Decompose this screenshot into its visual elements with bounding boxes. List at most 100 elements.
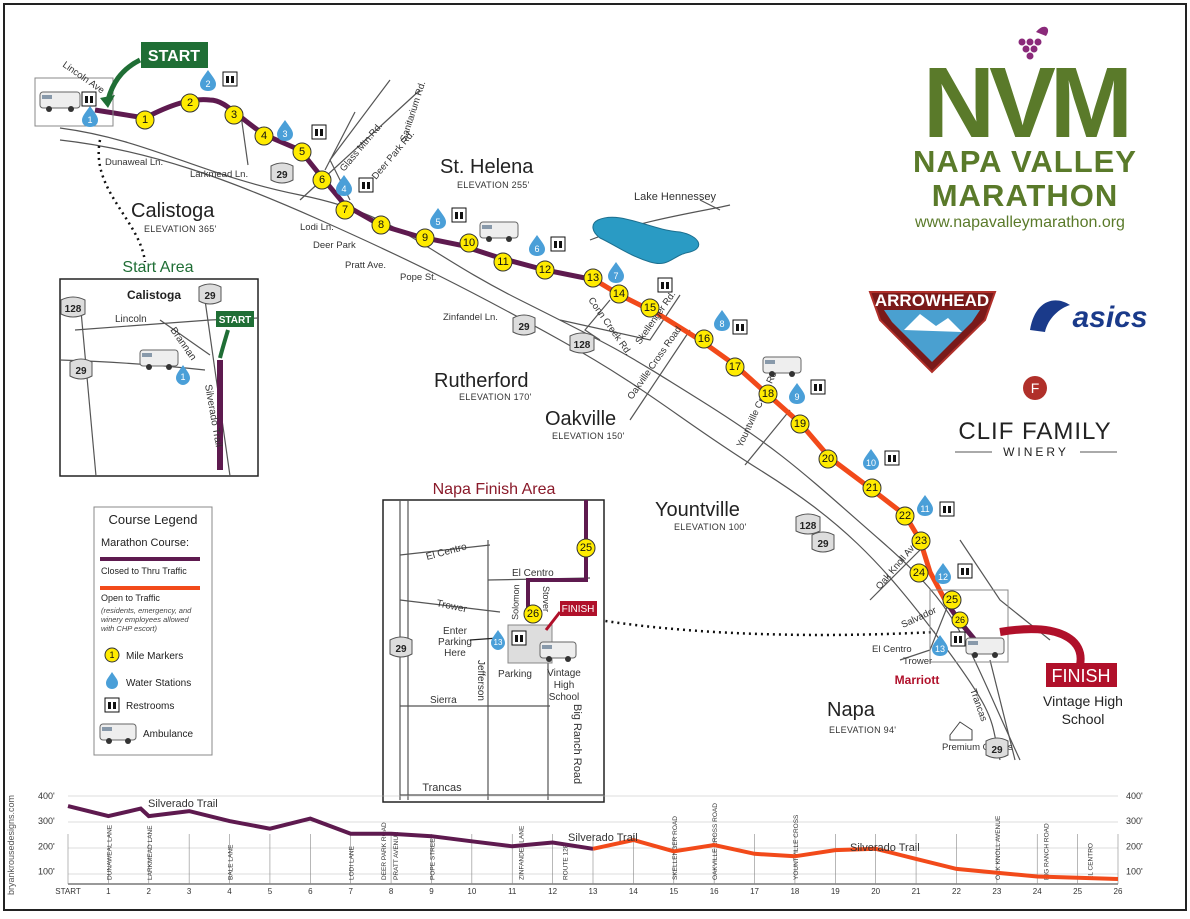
mile-marker: 22: [895, 506, 915, 526]
ambulance-icon: [762, 356, 802, 377]
road-label: POPE STREET: [429, 834, 436, 880]
mile-marker-label: 10: [463, 237, 475, 249]
finish-area-parking: Parking: [498, 669, 532, 680]
restroom-icon: [81, 91, 97, 107]
mile-marker-label: 25: [946, 594, 958, 606]
finish-area-finish: FINISH: [562, 604, 595, 615]
finish-area-jefferson: Jefferson: [475, 660, 486, 701]
finish-area-stover: Stover: [541, 586, 551, 612]
water-station-label: 6: [534, 244, 539, 254]
water-drop-icon: 6: [529, 235, 545, 256]
highway-shields: 29 29 128 128 29 29: [270, 162, 1009, 759]
mile-marker: 24: [909, 563, 929, 583]
road-label: DEER PARK ROAD: [381, 822, 388, 880]
mile-marker: 1: [135, 110, 155, 130]
x-tick-label: 5: [268, 887, 273, 896]
trail-label-3: Silverado Trail: [850, 842, 920, 854]
finish-area-el-centro-2: El Centro: [512, 568, 554, 579]
finish-inset-mile-25: 25: [576, 538, 596, 558]
water-drop-icon: 4: [336, 175, 352, 196]
x-tick-label: 25: [1073, 887, 1082, 896]
arrowhead-label: ARROWHEAD: [875, 291, 989, 310]
svg-text:F: F: [1031, 380, 1040, 396]
road-label: SKELLENGER ROAD: [672, 816, 679, 880]
water-drop-icon: 8: [714, 310, 730, 331]
shield-29-a: 29: [270, 162, 294, 184]
mile-marker-label: 2: [187, 97, 193, 109]
sponsor-clif: F CLIF FAMILY WINERY: [955, 376, 1117, 459]
clif-line1: CLIF FAMILY: [958, 418, 1111, 445]
mile-marker: 4: [254, 126, 274, 146]
x-tick-label: 13: [589, 887, 598, 896]
mile-marker-label: 19: [794, 418, 806, 430]
legend-restrooms: Restrooms: [126, 701, 174, 712]
mile-marker-label: 23: [915, 535, 927, 547]
road-label: LODI LANE: [349, 845, 356, 880]
mile-marker-label: 18: [762, 388, 774, 400]
legend-water-icon: [106, 672, 118, 689]
x-tick-label: 3: [187, 887, 192, 896]
finish-area-sierra: Sierra: [430, 695, 457, 706]
ambulance-icon: [965, 637, 1005, 658]
mile-marker: 11: [493, 252, 513, 272]
x-tick-label: 18: [790, 887, 799, 896]
mile-marker-label: 7: [342, 204, 348, 216]
profile-closed-series: [67, 804, 594, 851]
water-drop-icon: 1: [176, 365, 190, 385]
svg-text:29: 29: [991, 745, 1003, 756]
y-tick-label: 100': [1126, 866, 1143, 876]
x-tick-label: 15: [669, 887, 678, 896]
road-label: OAKVILLE CROSS ROAD: [712, 803, 719, 880]
mile-marker-label: 16: [698, 333, 710, 345]
water-station-label: 8: [719, 319, 724, 329]
svg-text:128: 128: [800, 521, 817, 532]
restroom-icon: [810, 379, 826, 395]
ambulance-icon: [479, 221, 519, 242]
finish-main-label: FINISH: [1051, 666, 1110, 686]
legend-marathon-course: Marathon Course:: [101, 537, 189, 549]
restroom-icon: [222, 71, 238, 87]
lake-label: Lake Hennessey: [634, 191, 716, 203]
finish-connector: [569, 613, 936, 637]
finish-zoom-box: [929, 589, 1009, 663]
road-label: OAK KNOLL AVENUE: [995, 815, 1002, 880]
restroom-icon: [939, 501, 955, 517]
restroom-icon: [884, 450, 900, 466]
x-tick-label: 19: [831, 887, 840, 896]
town-calistoga: Calistoga: [131, 200, 215, 222]
shield-29-inset-a: 29: [198, 283, 222, 305]
restroom-icon: [550, 236, 566, 252]
street-el-centro: El Centro: [872, 644, 912, 655]
mile-marker: 6: [312, 170, 332, 190]
x-tick-label: 24: [1033, 887, 1042, 896]
town-st-helena: St. Helena: [440, 156, 534, 178]
water-station-label: 7: [613, 271, 618, 281]
mile-marker-label: 4: [261, 130, 267, 142]
mile-marker-label: 21: [866, 482, 878, 494]
trail-label-1: Silverado Trail: [148, 798, 218, 810]
mile-marker: 3: [224, 105, 244, 125]
legend-closed: Closed to Thru Traffic: [101, 566, 187, 576]
svg-text:25: 25: [580, 542, 592, 554]
x-tick-label: 2: [147, 887, 152, 896]
water-station-label: 11: [920, 504, 929, 514]
svg-text:26: 26: [527, 608, 539, 620]
mile-marker-label: 3: [231, 109, 237, 121]
premium-outlets: Premium Outlets: [942, 742, 1013, 753]
town-yountville: Yountville: [655, 499, 740, 521]
water-drop-icon: 7: [608, 262, 624, 283]
mile-marker-label: 6: [319, 174, 325, 186]
town-oakville: Oakville: [545, 408, 616, 430]
sponsor-arrowhead: ARROWHEAD: [868, 291, 997, 374]
x-tick-label: 6: [308, 887, 313, 896]
mile-marker: 7: [335, 200, 355, 220]
water-drop-icon: 11: [917, 495, 933, 516]
sponsor-marriott: Marriott: [895, 673, 940, 687]
mile-marker-label: 5: [299, 146, 305, 158]
